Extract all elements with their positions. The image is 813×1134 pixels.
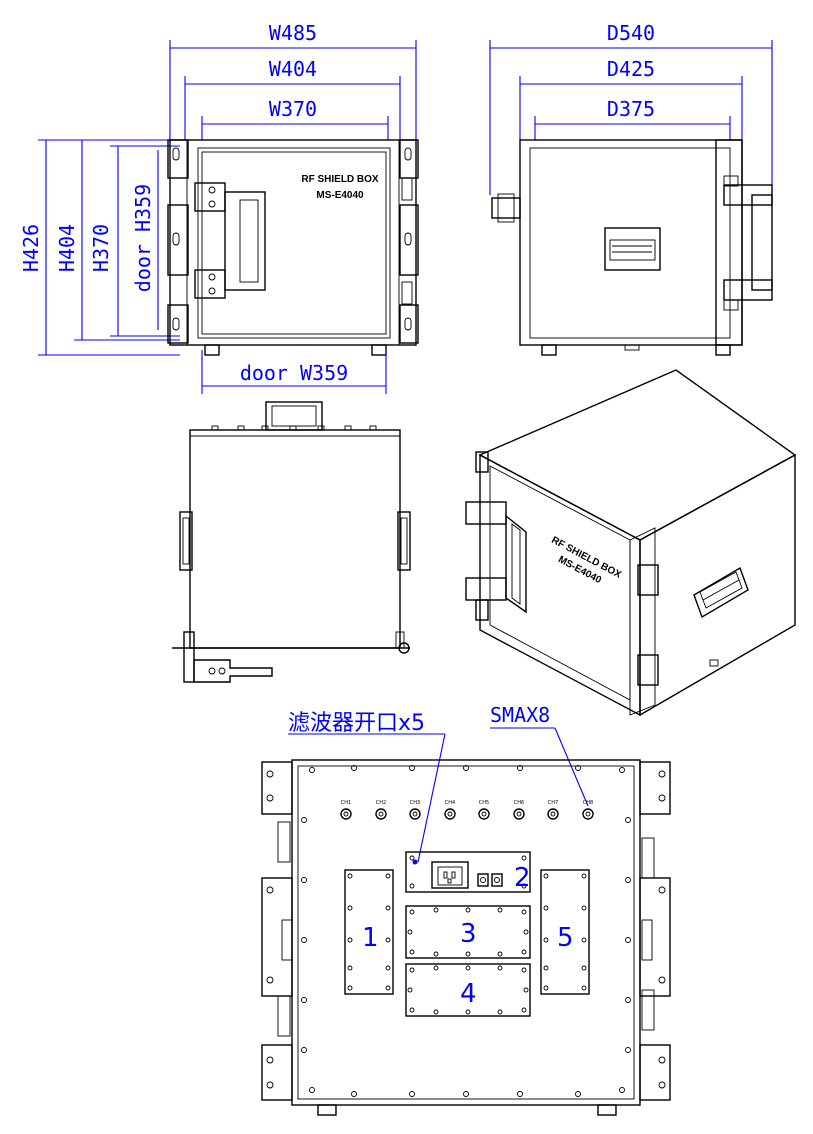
- sma-connector-row: CH1 CH2 CH3 CH4 CH5 CH6: [340, 800, 594, 820]
- dim-w485: W485: [269, 21, 317, 45]
- filter-panel-3: [405, 905, 531, 959]
- connector-label: CH3: [410, 800, 420, 806]
- dim-d540: D540: [607, 21, 655, 45]
- front-label-title: RF SHIELD BOX: [301, 174, 379, 185]
- dim-h404: H404: [55, 224, 79, 272]
- side-view: D540 D425 D375: [489, 21, 773, 356]
- connector-label: CH6: [514, 800, 524, 806]
- panel-number-5: 5: [557, 923, 574, 953]
- front-view: W485 W404 W370 H426 H404 H370 door H359: [19, 21, 419, 394]
- dim-h370: H370: [89, 224, 113, 272]
- filter-panel-5: [540, 869, 590, 995]
- sma-connector: CH5: [478, 800, 490, 820]
- panel-number-3: 3: [460, 919, 477, 949]
- dim-door-w359: door W359: [240, 361, 348, 385]
- dim-h426: H426: [19, 224, 43, 272]
- panel-number-2: 2: [514, 863, 531, 893]
- connector-label: CH4: [445, 800, 455, 806]
- sma-connector: CH8: [582, 800, 594, 820]
- sma-connector: CH6: [513, 800, 525, 820]
- filter-panel-4: [405, 963, 531, 1017]
- panel-number-1: 1: [362, 923, 379, 953]
- dim-door-h359: door H359: [131, 184, 155, 292]
- filter-panel-2: [405, 851, 531, 893]
- filter-panel-1: [344, 869, 394, 995]
- sma-connector: CH2: [375, 800, 387, 820]
- connector-label: CH5: [479, 800, 489, 806]
- connector-label: CH8: [583, 800, 593, 806]
- dim-w370: W370: [269, 97, 317, 121]
- rear-view: 滤波器开口x5 SMAX8: [261, 703, 671, 1116]
- sma-connector: CH7: [547, 800, 559, 820]
- sma-connector: CH1: [340, 800, 352, 820]
- panel-number-4: 4: [460, 979, 477, 1009]
- connector-label: CH7: [548, 800, 558, 806]
- callout-filter-openings: 滤波器开口x5: [288, 711, 425, 736]
- front-label-model: MS-E4040: [316, 190, 364, 201]
- top-view: [172, 401, 411, 683]
- connector-label: CH1: [341, 800, 351, 806]
- dim-d425: D425: [607, 57, 655, 81]
- dim-d375: D375: [607, 97, 655, 121]
- connector-label: CH2: [376, 800, 386, 806]
- isometric-view: RF SHIELD BOX MS-E4040: [465, 369, 797, 717]
- dim-w404: W404: [269, 57, 317, 81]
- callout-sma: SMAX8: [490, 703, 550, 727]
- sma-connector: CH4: [444, 800, 456, 820]
- sma-connector: CH3: [409, 800, 421, 820]
